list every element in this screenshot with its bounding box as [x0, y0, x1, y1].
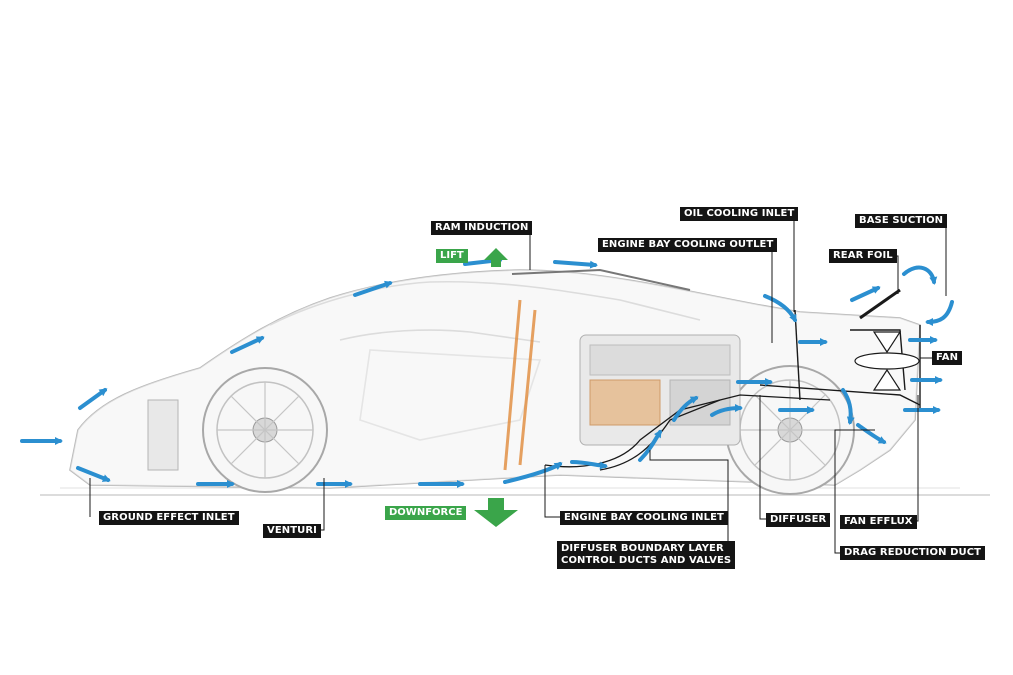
label-engine-bay-cooling-inlet: ENGINE BAY COOLING INLET	[560, 511, 728, 525]
rear-foil	[859, 288, 901, 320]
fan-icon	[854, 331, 920, 391]
engine-block	[579, 334, 741, 446]
label-venturi: VENTURI	[263, 524, 322, 538]
label-base-suction: BASE SUCTION	[855, 214, 948, 228]
front-radiator	[147, 399, 179, 471]
ram-induction-intake	[511, 268, 691, 291]
front-wheel	[202, 367, 328, 493]
label-diffuser-boundary-layer: DIFFUSER BOUNDARY LAYER CONTROL DUCTS AN…	[557, 541, 736, 569]
rear-wheel	[725, 365, 855, 495]
seat-frame	[503, 299, 537, 471]
label-oil-cooling-inlet: OIL COOLING INLET	[680, 207, 799, 221]
label-lift: LIFT	[436, 249, 468, 263]
label-ram-induction: RAM INDUCTION	[431, 221, 533, 235]
airflow-arrows	[20, 256, 954, 488]
label-diffuser: DIFFUSER	[766, 513, 831, 527]
label-drag-reduction-duct: DRAG REDUCTION DUCT	[840, 546, 986, 560]
label-engine-bay-cooling-outlet: ENGINE BAY COOLING OUTLET	[598, 238, 778, 252]
label-diffuser-boundary-line2: CONTROL DUCTS AND VALVES	[561, 555, 732, 566]
label-diffuser-boundary-line1: DIFFUSER BOUNDARY LAYER	[561, 543, 724, 554]
downforce-down-arrow-icon	[474, 498, 518, 527]
label-fan: FAN	[932, 351, 963, 365]
label-ground-effect-inlet: GROUND EFFECT INLET	[99, 511, 239, 525]
lift-up-arrow-icon	[484, 248, 508, 267]
label-rear-foil: REAR FOIL	[829, 249, 897, 263]
label-downforce: DOWNFORCE	[385, 506, 467, 520]
label-fan-efflux: FAN EFFLUX	[840, 515, 917, 529]
